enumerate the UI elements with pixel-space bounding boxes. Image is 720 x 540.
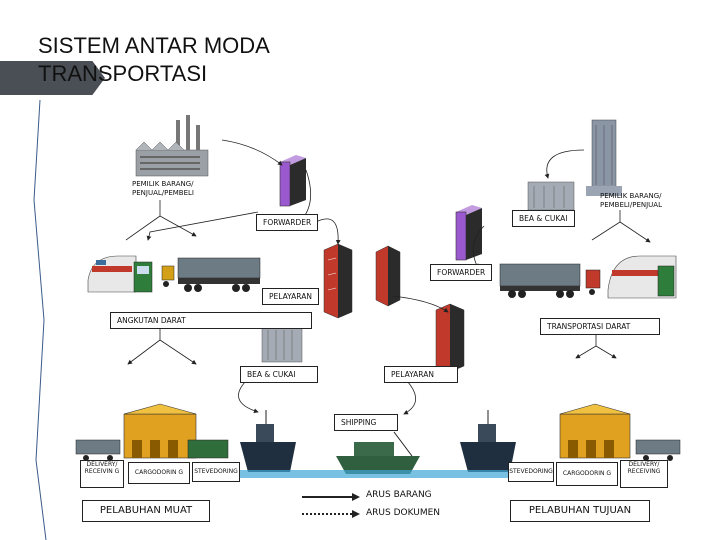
- fork-owner-left: [125, 200, 196, 240]
- customs-office-icon: [261, 325, 303, 363]
- freight-truck-left-icon: [177, 257, 261, 292]
- truck-left-port-icon: [75, 439, 121, 461]
- forwarder-building-icon: [375, 245, 401, 307]
- computer-tower-icon: [455, 205, 482, 261]
- legend-arus-barang: ARUS BARANG: [366, 490, 432, 500]
- forwarder-left-box: FORWARDER: [256, 214, 319, 231]
- doc-flow-arrow: [544, 149, 585, 179]
- freight-truck-right-icon: [499, 263, 581, 298]
- warehouse-right-icon: [559, 403, 631, 459]
- owner-right-label: PEMILIK BARANG/ PEMBELI/PENJUAL: [600, 192, 662, 209]
- factory-left-icon: [135, 115, 209, 177]
- port-authority-building-icon: [435, 303, 465, 373]
- computer-tower-icon: [279, 155, 306, 207]
- stevedoring-left-box: STEVEDORING: [192, 462, 240, 482]
- cargodoring-left-box: CARGODORIN G: [128, 462, 190, 484]
- fork-owner-right: [591, 210, 650, 242]
- shipping-line-building-icon: [323, 243, 353, 319]
- delivery-left-box: DELIVERY/ RECEIVIN G: [80, 460, 124, 488]
- forwarder-right-box: FORWARDER: [430, 264, 493, 281]
- legend-dotted-arrowhead: [352, 510, 360, 518]
- pelabuhan-tujuan-box: PELABUHAN TUJUAN: [510, 500, 650, 522]
- fork-transportasi-darat: [575, 334, 597, 359]
- container-stack-left-icon: [187, 439, 229, 459]
- decorative-left-line: [33, 99, 47, 540]
- transportasi-darat-box: TRANSPORTASI DARAT: [540, 318, 660, 335]
- pelayaran-bottom-box: PELAYARAN: [384, 366, 458, 383]
- customs-building-icon: [527, 181, 575, 211]
- cargodoring-right-box: CARGODORIN G: [556, 462, 618, 486]
- pelabuhan-muat-box: PELABUHAN MUAT: [82, 500, 210, 522]
- fork-angkutan-darat-2: [159, 339, 197, 365]
- train-left-icon: [87, 255, 137, 293]
- owner-left-label: PEMILIK BARANG/ PENJUAL/PEMBELI: [132, 180, 194, 197]
- water-icon: [230, 470, 530, 478]
- legend-solid-arrowhead: [352, 493, 360, 501]
- train-right-icon: [607, 255, 677, 299]
- forklift-right-icon: [585, 269, 601, 295]
- title-line-1: SISTEM ANTAR MODA: [38, 33, 270, 58]
- ship-right-icon: [460, 410, 516, 472]
- warehouse-left-icon: [123, 403, 197, 459]
- doc-flow-arrow: [391, 295, 449, 313]
- ship-left-icon: [240, 410, 296, 472]
- slide-title: SISTEM ANTAR MODA TRANSPORTASI: [38, 32, 270, 88]
- doc-flow-arrow: [315, 218, 341, 245]
- legend-arus-dokumen: ARUS DOKUMEN: [366, 508, 441, 518]
- title-line-2: TRANSPORTASI: [38, 61, 208, 86]
- stevedoring-right-box: STEVEDORING: [508, 462, 554, 482]
- fork-angkutan-darat: [127, 326, 161, 365]
- locomotive-left-icon: [133, 261, 153, 293]
- doc-flow-arrow: [221, 139, 283, 166]
- truck-right-port-icon: [635, 439, 681, 461]
- delivery-right-box: DELIVERY/ RECEIVING: [620, 460, 668, 488]
- doc-flow-arrow: [146, 211, 259, 241]
- pelayaran-top-box: PELAYARAN: [262, 288, 319, 305]
- forklift-left-icon: [161, 265, 175, 287]
- office-tower-icon: [586, 119, 622, 196]
- bea-cukai-top-box: BEA & CUKAI: [512, 210, 575, 227]
- bea-cukai-bottom-box: BEA & CUKAI: [240, 366, 318, 383]
- angkutan-darat-box: ANGKUTAN DARAT: [110, 312, 312, 329]
- shipping-box: SHIPPING: [334, 414, 398, 431]
- fork-transportasi-darat-2: [595, 345, 617, 359]
- ship-center-icon: [336, 431, 420, 474]
